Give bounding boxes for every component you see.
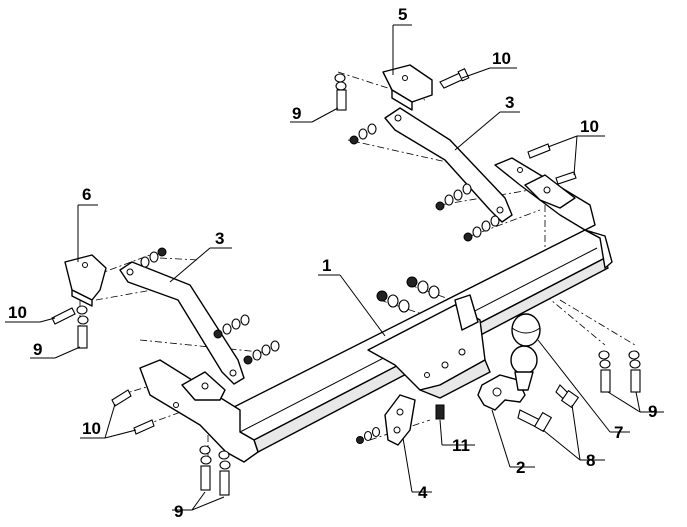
nut-row-arm-right [435, 183, 500, 242]
callout-labels: 5 10 9 3 10 6 3 1 10 9 10 9 4 11 2 8 7 9 [8, 5, 657, 521]
callout-10-left: 10 [8, 303, 27, 322]
nut-row-socket [356, 426, 381, 444]
callout-9-top: 9 [292, 104, 301, 123]
callout-3-right: 3 [505, 93, 514, 112]
callout-9-left: 9 [33, 340, 42, 359]
socket-bracket [384, 394, 416, 446]
callout-5: 5 [398, 5, 407, 24]
nut-stack-right [598, 350, 641, 393]
nut-stack-top [334, 73, 347, 111]
tow-ball-cap [511, 313, 541, 347]
side-arm-left [119, 261, 245, 385]
callout-6: 6 [82, 185, 91, 204]
ball-bolts [517, 384, 580, 433]
callout-1: 1 [322, 256, 331, 275]
bracket-5 [382, 64, 433, 111]
callout-9-right: 9 [648, 402, 657, 421]
nut-row-arm-left [140, 247, 280, 365]
callout-11: 11 [452, 436, 470, 455]
nut-stack-bottom [199, 445, 231, 496]
callout-10-top: 10 [492, 49, 511, 68]
leader-lines [5, 24, 664, 511]
bolt-11 [435, 404, 445, 420]
crossbar-right-bracket [494, 157, 596, 231]
callout-7: 7 [614, 423, 623, 442]
callout-10-right: 10 [580, 117, 599, 136]
nut-row-center [376, 276, 440, 313]
callout-2: 2 [516, 458, 525, 477]
callout-10-bottom: 10 [82, 419, 101, 438]
crossbar-left-bracket [139, 359, 259, 463]
nut-row-top [349, 123, 377, 145]
bracket-6 [64, 254, 107, 307]
callout-4: 4 [418, 483, 428, 502]
side-arm-right [384, 107, 513, 223]
tow-ball-neck [477, 345, 538, 411]
callout-8: 8 [586, 451, 595, 470]
nut-stack-left [76, 305, 89, 349]
callout-3-left: 3 [215, 229, 224, 248]
callout-9-bottom: 9 [174, 502, 183, 521]
hardware [51, 68, 641, 496]
hitch-mounting-plate [367, 294, 491, 399]
